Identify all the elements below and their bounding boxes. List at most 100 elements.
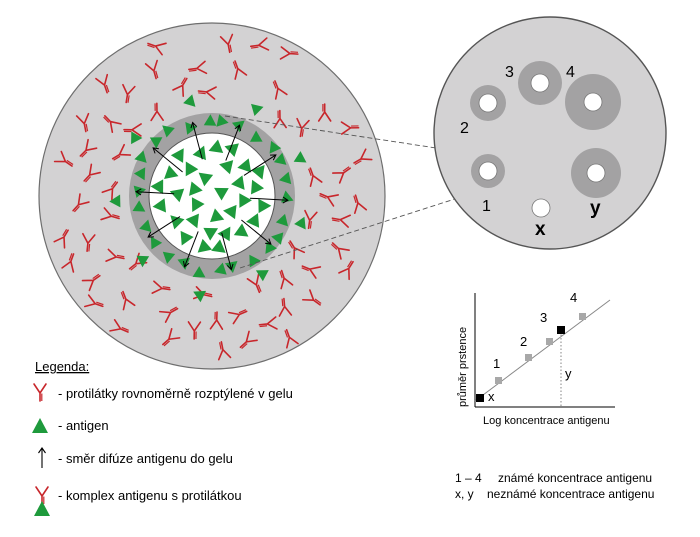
antigen [251, 165, 265, 180]
diffusion-arrow-head [152, 147, 159, 154]
antigen [139, 219, 152, 232]
diffusion-arrow [241, 219, 272, 245]
footnote-known-text: známé koncentrace antigenu [498, 471, 652, 485]
footnote-unknown-text: neznámé koncentrace antigenu [487, 487, 654, 501]
antigen [198, 172, 214, 187]
point-1 [495, 377, 502, 384]
well-4 [583, 92, 603, 112]
antibody-icon [33, 383, 47, 402]
point-x [476, 394, 484, 402]
antigen [265, 241, 277, 254]
antigen [231, 175, 245, 190]
antigen [275, 213, 289, 227]
antigen [203, 227, 219, 241]
antigen [216, 114, 229, 127]
graph-label-4: 4 [570, 290, 577, 305]
well-x [531, 198, 551, 218]
antigen-well [148, 132, 276, 260]
legend-antibody-text: - protilátky rovnoměrně rozptýlené v gel… [58, 386, 293, 401]
antigen [183, 94, 196, 107]
antigen [273, 152, 287, 165]
antigen [162, 251, 176, 264]
well-label-1: 1 [482, 198, 491, 215]
diffusion-arrow [225, 125, 240, 161]
antigen [150, 236, 163, 250]
diffusion-arrow [243, 154, 277, 176]
antigen [109, 194, 121, 208]
antigen [152, 198, 167, 213]
diffusion-arrow [152, 147, 183, 173]
antigen [251, 179, 265, 195]
antigen [258, 198, 272, 214]
antigen [150, 179, 164, 195]
antigen [185, 161, 199, 177]
diffusion-arrow [147, 216, 181, 238]
diffusion-arrow-head [265, 238, 272, 245]
diffusion-arrow [136, 191, 175, 195]
antigen [294, 216, 306, 230]
antigen [251, 103, 264, 117]
antigen [197, 238, 213, 253]
antigen [170, 148, 184, 163]
antigen [239, 193, 252, 208]
well-y [586, 163, 606, 183]
well-label-x: x [535, 219, 546, 240]
footnote: 1 – 4 známé koncentrace antigenu x, y ne… [455, 471, 654, 501]
antigen [134, 150, 147, 163]
magnified-gel-view [38, 22, 386, 370]
antigen [219, 160, 234, 175]
graph-y-label: průměr prstence [457, 327, 469, 407]
antigen [255, 270, 269, 282]
well-1 [478, 161, 498, 181]
graph-label-y: y [565, 366, 572, 381]
antigen [191, 197, 205, 212]
diffusion-arrow-head [234, 124, 241, 132]
antigen-field [109, 94, 307, 303]
antigen [293, 151, 307, 163]
point-y [557, 326, 565, 334]
legend-title: Legenda: [35, 359, 89, 374]
diffusion-arrow-head [147, 231, 154, 238]
antigen [180, 230, 194, 246]
diffusion-arrow-icon [38, 447, 46, 468]
diffusion-arrow [221, 232, 232, 270]
antigen-triangle-icon [32, 418, 48, 433]
diffusion-arrow [192, 122, 203, 160]
zoom-lines [224, 115, 490, 269]
antigen [189, 181, 203, 196]
antigen [278, 171, 292, 185]
antigen [246, 213, 260, 228]
antigen [192, 266, 206, 278]
diffusion-arrow-head [135, 188, 142, 196]
antigen-antibody-complex-icon [34, 486, 50, 516]
footnote-unknown-key: x, y [455, 487, 474, 501]
antigen [214, 187, 229, 201]
well-label-y: y [590, 198, 601, 219]
antigen [214, 262, 227, 275]
well-label-2: 2 [460, 120, 469, 137]
antigen [224, 143, 239, 158]
antigen [249, 130, 263, 142]
antigen [210, 208, 225, 223]
well-label-4: 4 [566, 64, 575, 81]
well-2 [478, 93, 498, 113]
well-label-3: 3 [505, 64, 514, 81]
graph-label-x: x [488, 389, 495, 404]
antigen [164, 165, 179, 180]
antigen [237, 158, 252, 173]
antigen [193, 290, 207, 303]
graph-label-3: 3 [540, 310, 547, 325]
calibration-line [474, 299, 611, 402]
antigen [149, 137, 163, 149]
legend-arrow-text: - směr difúze antigenu do gelu [58, 451, 233, 466]
antigen [211, 239, 226, 253]
graph-x-label: Log koncentrace antigenu [483, 415, 610, 427]
diffusion-arrow-head [270, 154, 277, 161]
diffusion-arrow [249, 197, 288, 201]
antigen [185, 213, 199, 229]
antigen [281, 190, 294, 203]
diffusion-arrow-head [183, 260, 190, 268]
point-2 [525, 354, 532, 361]
antigen [136, 255, 150, 268]
